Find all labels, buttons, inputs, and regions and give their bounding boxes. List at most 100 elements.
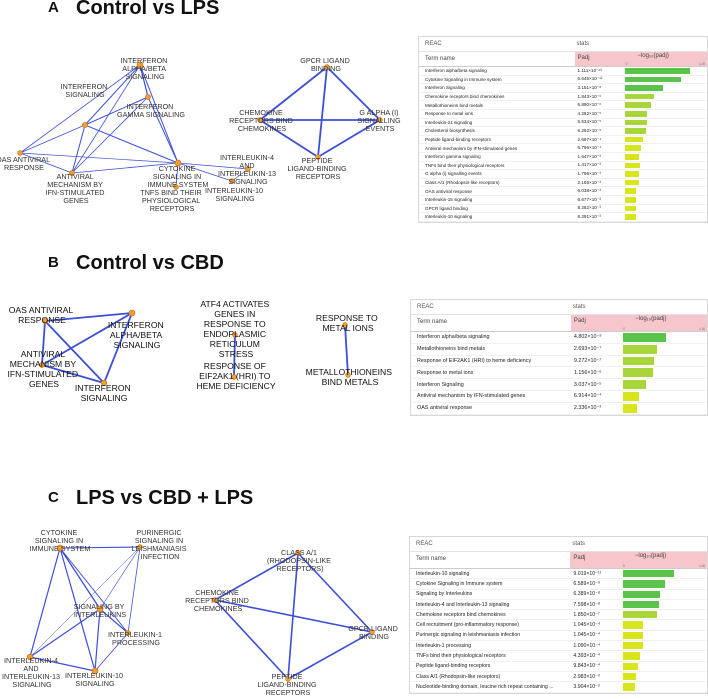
node-label-chemokine: CHEMOKINE RECEPTORS BIND CHEMOKINES (229, 108, 295, 133)
padj-cell: 6.038×10⁻³ (577, 188, 601, 194)
term-name-cell: Interleukin-1 processing (416, 642, 472, 649)
labels-b: OAS ANTIVIRAL RESPONSE INTERFERON ALPHA/… (8, 299, 393, 403)
table-row: GPCR ligand binding 8.262×10⁻³ (419, 205, 707, 214)
header-neglog: −log₁₀(padj) 0 ≤16 (621, 315, 707, 331)
network-node (82, 122, 88, 128)
term-name-cell: Metallothioneins bind metals (417, 346, 486, 353)
nodes-b (39, 309, 351, 387)
tick-max: ≤16 (699, 62, 705, 66)
padj-cell: 2.693×10⁻⁷ (573, 346, 602, 353)
neglog-bar (623, 356, 654, 366)
node-label-tnfs: TNFS BIND THEIR PHYSIOLOGICAL RECEPTORS (140, 188, 203, 213)
node-label-galpha: G ALPHA (I) SIGNALLING EVENTS (357, 108, 402, 133)
bar-cell (621, 682, 707, 691)
network-node (231, 374, 237, 380)
labels-a: INTERFERON ALPHA/BETA SIGNALING INTERFER… (0, 56, 402, 213)
network-node (324, 64, 330, 70)
padj-cell: 2.697×10⁻⁴ (577, 136, 602, 142)
term-name-cell: Chemokine receptors bind chemokines (416, 611, 506, 618)
node-label-signaling-il: SIGNALING BY INTERLEUKINS (74, 602, 127, 619)
neglog-bar (625, 171, 640, 177)
node-label-il4-il13: INTERLEUKIN-4 AND INTERLEUKIN-13 SIGNALI… (218, 153, 278, 186)
padj-cell: 4.282×10⁻⁵ (577, 110, 602, 116)
term-name-cell: Peptide ligand-binding receptors (425, 137, 491, 143)
panel-a-title: Control vs LPS (76, 0, 220, 19)
neglog-bar (622, 631, 644, 640)
header-reac: REAC (416, 541, 433, 547)
term-name-cell: Metallothioneins bind metals (425, 102, 483, 108)
padj-cell: 6.914×10⁻⁴ (573, 393, 602, 400)
term-name-cell: Class A/1 (Rhodopsin-like receptors) (416, 673, 501, 680)
panel-c-title: LPS vs CBD + LPS (76, 487, 254, 509)
node-label-ifn-ab: INTERFERON ALPHA/BETA SIGNALING (121, 56, 170, 81)
table-row: Cell recruitment (pro-inflammatory respo… (410, 620, 707, 631)
term-name-cell: Interleukin-15 signaling (425, 197, 473, 203)
padj-cell: 6.796×10⁻⁴ (577, 145, 602, 151)
network-node (137, 544, 143, 550)
table-row: Interleukin-10 signaling 9.019×10⁻¹¹ (410, 569, 707, 580)
padj-cell: 7.598×10⁻⁸ (573, 601, 601, 608)
neglog-bar (625, 196, 637, 203)
network-node (345, 372, 351, 378)
bar-cell (621, 569, 707, 578)
term-name-cell: G alpha (i) signalling events (425, 171, 482, 177)
term-name-cell: Interferon alpha/beta signaling (425, 68, 487, 74)
table-row: Antiviral mechanism by IFN-stimulated ge… (411, 391, 707, 403)
bar-cell (621, 356, 707, 367)
neglog-bar (625, 119, 647, 126)
term-name-cell: Cell recruitment (pro-inflammatory respo… (416, 622, 519, 629)
neglog-bar (625, 145, 642, 151)
table-row: Interferon alpha/beta signaling 1.111×10⁻… (419, 67, 707, 76)
node-label-il4-il13: INTERLEUKIN-4 AND INTERLEUKIN-13 SIGNALI… (2, 656, 62, 689)
network-node (128, 309, 136, 317)
bar-cell (621, 662, 707, 671)
padj-cell: 2.983×10⁻³ (573, 673, 600, 680)
neglog-bar (625, 205, 636, 212)
tick-min: 0 (625, 62, 628, 66)
bar-cell (623, 144, 707, 152)
bar-cell (623, 119, 707, 127)
network-node (56, 544, 64, 552)
neglog-bar (623, 333, 666, 342)
table-row: Purinergic signaling in leishmaniasis in… (410, 631, 707, 642)
node-label-oas: OAS ANTIVIRAL RESPONSE (9, 305, 76, 325)
padj-cell: 1.111×10⁻¹³ (577, 67, 602, 73)
network-node (125, 630, 131, 636)
network-node (245, 166, 251, 172)
neglog-bar (625, 136, 644, 143)
bar-cell (621, 610, 707, 619)
term-name-cell: Interferon Signaling (425, 85, 465, 91)
padj-cell: 8.262×10⁻³ (577, 205, 601, 211)
bar-cell (623, 76, 707, 84)
neglog-bar (622, 570, 675, 578)
padj-cell: 1.647×10⁻³ (577, 153, 601, 159)
term-name-cell: Interleukin-10 signaling (416, 570, 470, 577)
term-name-cell: GPCR ligand binding (425, 205, 468, 211)
table-row: Metallothioneins bind metals 2.693×10⁻⁷ (411, 344, 707, 356)
neglog-bar (622, 662, 639, 670)
node-label-peptide: PEPTIDE LIGAND-BINDING RECEPTORS (287, 156, 348, 181)
neglog-bar (625, 128, 647, 134)
node-label-cytokine: CYTOKINE SIGNALING IN IMMUNE SYSTEM (30, 528, 91, 553)
padj-cell: 9.019×10⁻¹¹ (573, 570, 602, 577)
table-subheader-row: Term name Padj −log₁₀(padj) 0 ≤16 (410, 552, 707, 569)
bar-cell (621, 651, 707, 660)
bar-cell (623, 162, 707, 170)
bar-cell (621, 631, 707, 640)
network-node (69, 170, 75, 176)
term-name-cell: Interleukin-10 signaling (425, 214, 473, 220)
node-label-class-a1: CLASS A/1 (RHODOPSIN-LIKE RECEPTORS) (267, 548, 333, 573)
padj-cell: 2.336×10⁻³ (573, 405, 602, 412)
